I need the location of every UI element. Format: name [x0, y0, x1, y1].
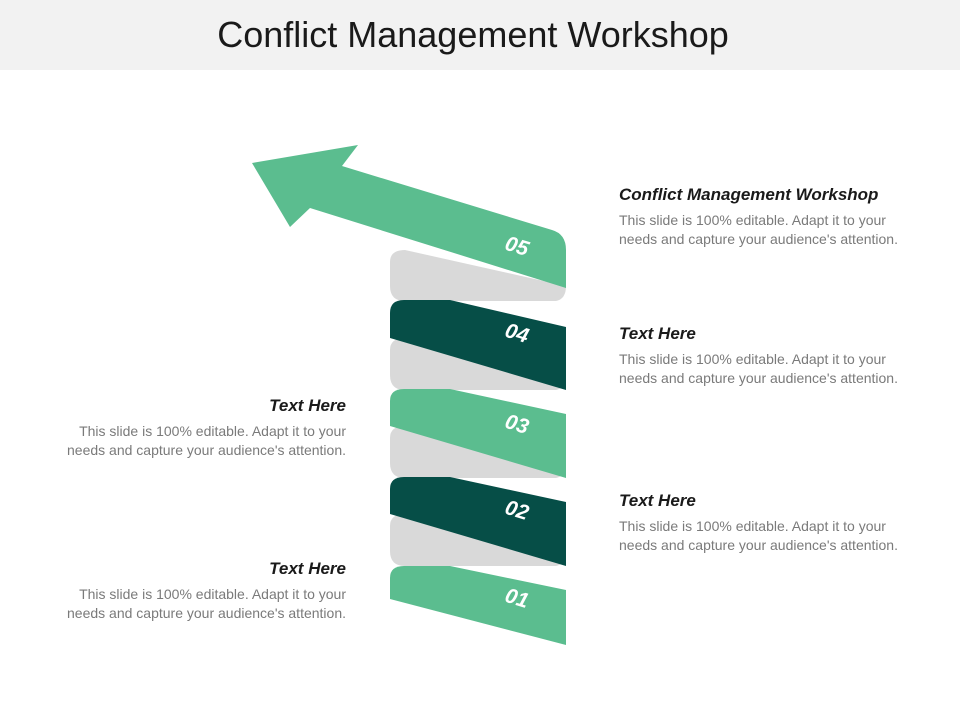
- text-block-heading: Conflict Management Workshop: [619, 185, 879, 204]
- text-block-heading: Text Here: [269, 396, 346, 415]
- text-block-left-1: Text Here This slide is 100% editable. A…: [46, 396, 346, 460]
- text-block-body: This slide is 100% editable. Adapt it to…: [619, 212, 898, 247]
- ribbon-band-01: [390, 566, 566, 645]
- text-block-right-3: Text Here This slide is 100% editable. A…: [619, 491, 919, 555]
- ribbon-arrow-band-05: [252, 145, 566, 288]
- page-title: Conflict Management Workshop: [217, 14, 729, 55]
- text-block-right-2: Text Here This slide is 100% editable. A…: [619, 324, 919, 388]
- ribbon-band-02: [390, 477, 566, 566]
- text-block-left-2: Text Here This slide is 100% editable. A…: [46, 559, 346, 623]
- ribbon-band-03: [390, 389, 566, 478]
- ribbon-band-04: [390, 300, 566, 390]
- text-block-body: This slide is 100% editable. Adapt it to…: [67, 423, 346, 458]
- ribbon-back-segment-5: [390, 250, 566, 301]
- text-block-body: This slide is 100% editable. Adapt it to…: [67, 586, 346, 621]
- text-block-body: This slide is 100% editable. Adapt it to…: [619, 351, 898, 386]
- text-block-right-1: Conflict Management Workshop This slide …: [619, 185, 919, 249]
- text-block-heading: Text Here: [269, 559, 346, 578]
- text-block-heading: Text Here: [619, 491, 696, 510]
- title-bar: [0, 0, 960, 70]
- text-block-heading: Text Here: [619, 324, 696, 343]
- text-block-body: This slide is 100% editable. Adapt it to…: [619, 518, 898, 553]
